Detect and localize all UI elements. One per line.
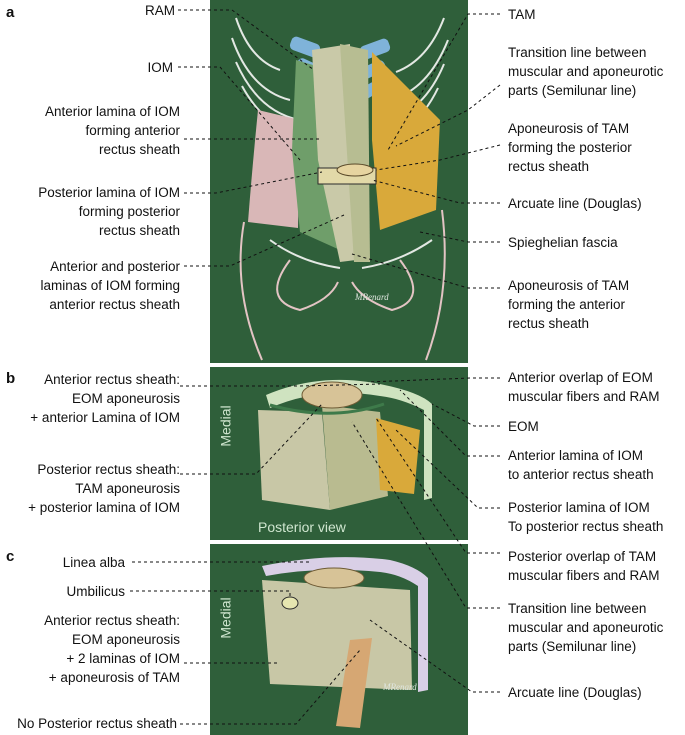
label-b-eom: EOM bbox=[508, 419, 539, 434]
label-iom: IOM bbox=[147, 60, 174, 75]
sheath-layers-c bbox=[262, 557, 428, 692]
label-ant-lamina-iom: Anterior lamina of IOM forming anterior … bbox=[44, 104, 180, 157]
posterior-view-label: Posterior view bbox=[258, 519, 346, 535]
tam-block-b bbox=[376, 418, 420, 494]
label-b-transition: Transition line between muscular and apo… bbox=[508, 601, 664, 654]
rectus-section-b bbox=[301, 381, 363, 409]
label-apo-ant: Aponeurosis of TAM forming the anterior … bbox=[508, 278, 630, 331]
panel-a-drawing: MRenard bbox=[210, 0, 468, 363]
panel-c-drawing: MRenard bbox=[210, 544, 468, 735]
label-b-ant-overlap: Anterior overlap of EOM muscular fibers … bbox=[508, 370, 660, 404]
pelvic-bones bbox=[269, 239, 433, 269]
panel-label-c: c bbox=[6, 548, 15, 565]
label-c-ant-sheath: Anterior rectus sheath: EOM aponeurosis … bbox=[44, 613, 180, 685]
sheath-layers-b bbox=[266, 379, 432, 500]
label-b-ant-sheath: Anterior rectus sheath: EOM aponeurosis … bbox=[30, 372, 180, 425]
label-ram: RAM bbox=[145, 3, 175, 18]
label-linea-alba: Linea alba bbox=[62, 555, 125, 570]
leader-lines bbox=[130, 9, 501, 725]
panel-b-drawing bbox=[210, 367, 468, 540]
label-b-post-overlap: Posterior overlap of TAM muscular fibers… bbox=[508, 549, 660, 583]
label-arcuate-a: Arcuate line (Douglas) bbox=[508, 196, 642, 211]
label-b-ant-lamina: Anterior lamina of IOM to anterior rectu… bbox=[508, 448, 654, 482]
rectus-shade-b bbox=[322, 405, 388, 510]
muscle-strip-c bbox=[336, 638, 372, 728]
medial-label-b: Medial bbox=[217, 405, 234, 447]
label-transition-a: Transition line between muscular and apo… bbox=[508, 45, 664, 98]
rectus-section-c bbox=[303, 567, 365, 589]
signature-a: MRenard bbox=[354, 292, 389, 302]
rectus-block-b bbox=[258, 410, 330, 510]
rectus-block-c bbox=[262, 580, 412, 690]
label-apo-post: Aponeurosis of TAM forming the posterior… bbox=[508, 121, 632, 174]
panel-label-b: b bbox=[6, 370, 16, 387]
label-post-lamina-iom: Posterior lamina of IOM forming posterio… bbox=[38, 185, 180, 238]
panel-label-a: a bbox=[6, 4, 15, 21]
posterior-lamina-b bbox=[269, 402, 385, 415]
signature-c: MRenard bbox=[382, 682, 417, 692]
label-umbilicus: Umbilicus bbox=[66, 584, 125, 599]
label-no-post-sheath: No Posterior rectus sheath bbox=[17, 716, 177, 731]
umbilicus-shape bbox=[281, 596, 299, 610]
rectus-right bbox=[340, 44, 370, 262]
pelvis-outline bbox=[239, 209, 446, 361]
label-c-arcuate: Arcuate line (Douglas) bbox=[508, 685, 642, 700]
rectus-section bbox=[336, 163, 374, 177]
label-b-post-sheath: Posterior rectus sheath: TAM aponeurosis… bbox=[28, 462, 180, 515]
label-spieghelian: Spieghelian fascia bbox=[508, 235, 618, 250]
label-tam: TAM bbox=[508, 7, 536, 22]
medial-label-c: Medial bbox=[217, 597, 234, 639]
label-b-post-lamina: Posterior lamina of IOM To posterior rec… bbox=[508, 500, 664, 534]
label-ant-post-laminas: Anterior and posterior laminas of IOM fo… bbox=[40, 259, 180, 312]
